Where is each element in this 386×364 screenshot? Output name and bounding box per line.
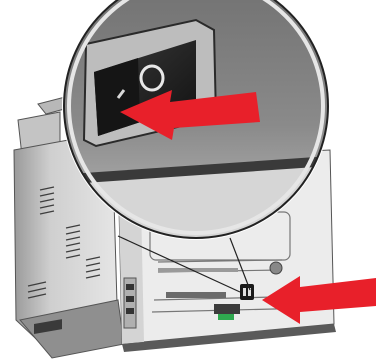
port-block xyxy=(214,304,240,314)
connector-strip xyxy=(124,278,136,328)
rear-power-socket xyxy=(240,284,254,300)
rear-knob xyxy=(270,262,282,274)
rear-slot xyxy=(158,268,238,272)
green-port xyxy=(218,314,234,320)
rear-slot xyxy=(166,292,226,298)
